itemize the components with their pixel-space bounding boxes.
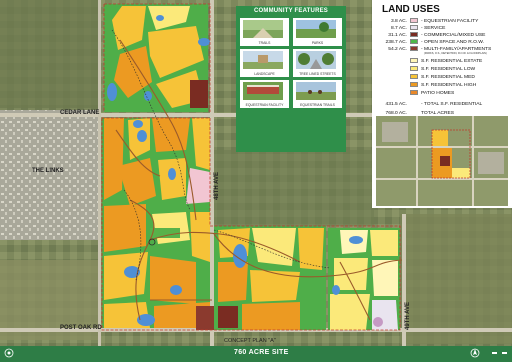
land-use-acres: 238.7 AC. — [385, 40, 407, 45]
land-use-swatch — [410, 58, 418, 63]
bottom-banner — [0, 346, 512, 362]
site-boundary — [101, 3, 401, 331]
tree-lined-streets-photo-icon — [296, 51, 336, 69]
land-use-row: 3.8 AC. - EQUESTRIAN FACILITY — [374, 18, 478, 25]
central-parcel — [102, 118, 218, 330]
land-use-row: 768.0 AC. TOTAL ACRES — [374, 110, 455, 117]
land-use-swatch — [410, 110, 418, 115]
land-use-acres: 431.5 AC. — [385, 102, 407, 107]
land-use-label: S.F. RESIDENTIAL MED — [421, 75, 475, 80]
feature-card-parks: PARKS — [293, 18, 342, 46]
community-features-panel: COMMUNITY FEATURES TRAILS PARKS LANDSCAP… — [236, 6, 346, 152]
land-use-row: 431.5 AC. - TOTAL S.F. RESIDENTIAL — [374, 101, 483, 108]
feature-caption: TRAILS — [258, 41, 271, 45]
land-use-row: 8.7 AC. - SERVICE — [374, 25, 445, 32]
scale-bar-icon — [487, 352, 507, 354]
street-network — [115, 39, 403, 321]
land-uses-title: LAND USES — [382, 4, 440, 15]
land-use-row: S.F. RESIDENTIAL ESTATE — [374, 58, 482, 65]
land-use-label: - MULTI-FAMILY/APARTMENTS — [421, 47, 492, 52]
land-use-label: - COMMERCIAL/MIXED USE — [421, 33, 486, 38]
equestrian-facility-photo-icon — [243, 82, 283, 100]
land-use-row: S.F. RESIDENTIAL LOW — [374, 66, 475, 73]
land-use-row: 238.7 AC. - OPEN SPACE AND R.O.W. — [374, 39, 484, 46]
land-use-label: - SERVICE — [421, 26, 446, 31]
land-use-label: TOTAL ACRES — [421, 111, 455, 116]
label-post-oak-rd: POST OAK RD — [60, 325, 102, 331]
landscape-photo-icon — [243, 51, 283, 69]
label-49th-ave: 49TH AVE — [405, 301, 411, 330]
feature-caption: TREE LINED STREETS — [299, 72, 336, 76]
land-use-swatch — [410, 18, 418, 23]
road-48th-ave — [210, 0, 214, 346]
label-the-links: THE LINKS — [32, 168, 64, 174]
land-use-swatch — [410, 46, 418, 51]
feature-caption: EQUESTRIAN TRAILS — [300, 103, 335, 107]
land-use-swatch — [410, 74, 418, 79]
feature-caption: PARKS — [311, 41, 324, 45]
land-use-label: - EQUESTRIAN FACILITY — [421, 19, 479, 24]
land-use-swatch — [410, 82, 418, 87]
open-space-note: (PARKS, O.S., DETENTION, R.O.W. & FLOODP… — [424, 52, 487, 55]
land-use-swatch — [410, 90, 418, 95]
feature-caption: EQUESTRIAN FACILITY — [245, 103, 284, 107]
land-use-row: PATIO HOMES — [374, 90, 454, 97]
east-parcel — [328, 228, 400, 330]
field-south-east — [400, 214, 512, 344]
north-parcel — [104, 4, 210, 112]
trails-photo-icon — [243, 20, 283, 38]
land-use-acres: 54.2 AC. — [388, 47, 407, 52]
land-use-swatch — [410, 66, 418, 71]
north-arrow-icon — [470, 348, 480, 358]
land-use-row: 31.1 AC. - COMMERCIAL/MIXED USE — [374, 32, 485, 39]
feature-card-landscape: LANDSCAPE — [240, 49, 289, 77]
land-use-label: S.F. RESIDENTIAL ESTATE — [421, 59, 483, 64]
land-use-swatch — [410, 25, 418, 30]
field-center — [214, 150, 374, 226]
label-cedar-lane: CEDAR LANE — [60, 110, 100, 116]
pond-central-2 — [168, 168, 176, 180]
land-use-label: - OPEN SPACE AND R.O.W. — [421, 40, 484, 45]
land-use-swatch — [410, 39, 418, 44]
road-west — [98, 0, 101, 346]
feature-caption: LANDSCAPE — [254, 72, 275, 76]
pond-central — [137, 130, 147, 142]
land-use-swatch — [410, 32, 418, 37]
community-features-title: COMMUNITY FEATURES — [253, 8, 329, 14]
field-north-west — [0, 0, 100, 108]
land-use-row: S.F. RESIDENTIAL MED — [374, 74, 475, 81]
site-acreage-title: 760 ACRE SITE — [234, 349, 289, 356]
land-use-acres: 768.0 AC. — [385, 111, 407, 116]
feature-card-tree-lined-streets: TREE LINED STREETS — [293, 49, 342, 77]
land-use-row: S.F. RESIDENTIAL HIGH — [374, 82, 476, 89]
land-use-row: 54.2 AC. - MULTI-FAMILY/APARTMENTS — [374, 46, 491, 53]
location-minimap — [376, 116, 508, 206]
land-use-acres: 31.1 AC. — [388, 33, 407, 38]
neighborhood-west — [0, 110, 100, 240]
land-use-label: PATIO HOMES — [421, 91, 455, 96]
land-use-acres: 3.8 AC. — [390, 19, 407, 24]
land-use-swatch — [410, 101, 418, 106]
land-use-label: - TOTAL S.F. RESIDENTIAL — [421, 102, 483, 107]
label-48th-ave: 48TH AVE — [214, 171, 220, 200]
center-east-parcel — [214, 226, 326, 330]
land-use-label: S.F. RESIDENTIAL LOW — [421, 67, 476, 72]
roundabout — [148, 238, 156, 246]
feature-card-trails: TRAILS — [240, 18, 289, 46]
equestrian-trails-photo-icon — [296, 82, 336, 100]
company-logo-icon — [4, 348, 14, 358]
road-49th-ave — [402, 214, 406, 346]
land-use-label: S.F. RESIDENTIAL HIGH — [421, 83, 477, 88]
feature-card-equestrian-facility: EQUESTRIAN FACILITY — [240, 80, 289, 108]
feature-card-equestrian-trails: EQUESTRIAN TRAILS — [293, 80, 342, 108]
parks-photo-icon — [296, 20, 336, 38]
concept-plan-label: CONCEPT PLAN "A" — [224, 338, 276, 344]
field-south-west — [0, 260, 100, 340]
land-use-acres: 8.7 AC. — [390, 26, 407, 31]
trail-network — [111, 29, 331, 281]
